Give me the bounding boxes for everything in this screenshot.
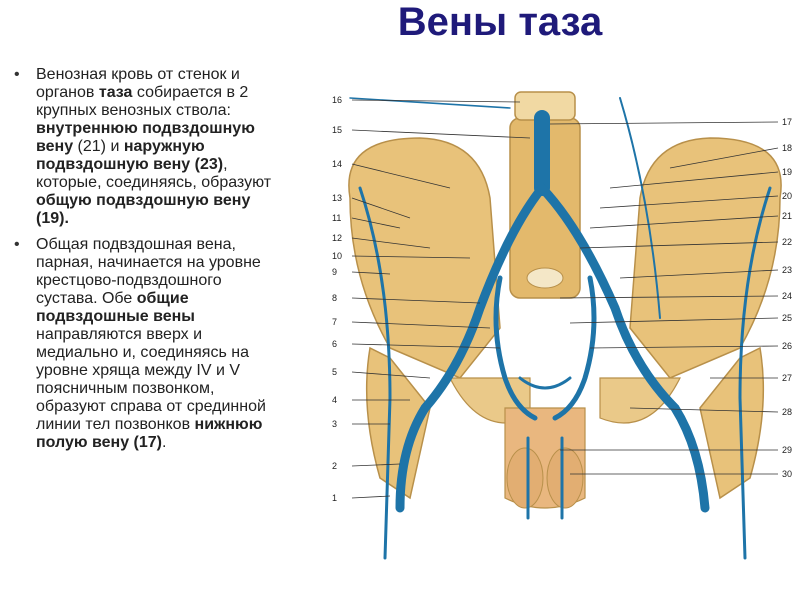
bold-text-run: таза: [98, 84, 133, 101]
figure-label-20: 20: [782, 191, 792, 201]
pelvis-bones: [348, 91, 782, 509]
figure-label-13: 13: [332, 193, 342, 203]
text-run: Венозная кровь от стенок и органов: [36, 66, 240, 101]
figure-label-4: 4: [332, 395, 337, 405]
figure-label-19: 19: [782, 167, 792, 177]
figure-label-23: 23: [782, 265, 792, 275]
text-column: Венозная кровь от стенок и органов таза …: [8, 66, 280, 600]
figure-label-6: 6: [332, 339, 337, 349]
figure-label-16: 16: [332, 95, 342, 105]
figure-label-9: 9: [332, 267, 337, 277]
figure-label-11: 11: [332, 213, 341, 223]
figure-label-3: 3: [332, 419, 337, 429]
figure-label-7: 7: [332, 317, 337, 327]
slide-title: Вены таза: [397, 0, 603, 44]
figure-label-21: 21: [782, 211, 792, 221]
text-run: Общая подвздошная вена, парная, начинает…: [36, 236, 261, 307]
text-run: (21) и: [73, 138, 124, 155]
figure-label-12: 12: [332, 233, 342, 243]
leader-lines: [351, 99, 779, 499]
figure-label-22: 22: [782, 237, 792, 247]
figure-label-25: 25: [782, 313, 792, 323]
bullet-list: Венозная кровь от стенок и органов таза …: [8, 66, 280, 452]
text-run: , которые, соединяясь, образуют: [36, 156, 272, 191]
figure-label-24: 24: [782, 291, 792, 301]
bold-text-run: наружную подвздошную вену (23): [36, 138, 224, 173]
figure-label-17: 17: [782, 117, 792, 127]
figure-label-2: 2: [332, 461, 337, 471]
figure-label-28: 28: [782, 407, 792, 417]
figure-label-27: 27: [782, 373, 792, 383]
text-run: .: [161, 434, 167, 451]
bold-text-run: общую подвздошную вену (19).: [36, 192, 251, 227]
figure-label-29: 29: [782, 445, 792, 455]
figure-labels-left: 16 15 14 13 11 12 10 9 8 7 6 5 4 3 2 1: [332, 95, 342, 503]
figure-labels-right: 17 18 19 20 21 22 23 24 25 26 27 28 29 30: [782, 117, 792, 479]
figure-label-10: 10: [332, 251, 342, 261]
figure-label-14: 14: [332, 159, 342, 169]
figure-label-30: 30: [782, 469, 792, 479]
text-run: направляются вверх и медиально и, соедин…: [36, 326, 266, 433]
bullet-item: Венозная кровь от стенок и органов таза …: [14, 66, 280, 228]
figure-label-26: 26: [782, 341, 792, 351]
figure-label-8: 8: [332, 293, 337, 303]
bold-text-run: общие подвздошные вены: [36, 290, 195, 325]
bold-text-run: нижнюю полую вену (17): [36, 416, 263, 451]
figure-label-5: 5: [332, 367, 337, 377]
figure-label-1: 1: [332, 493, 337, 503]
text-run: собирается в 2 крупных венозных ствола:: [36, 84, 249, 119]
veins: [349, 97, 772, 560]
figure-label-15: 15: [332, 125, 342, 135]
bullet-item: Общая подвздошная вена, парная, начинает…: [14, 236, 280, 452]
figure-label-18: 18: [782, 143, 792, 153]
bold-text-run: внутреннюю подвздошную вену: [36, 120, 255, 155]
